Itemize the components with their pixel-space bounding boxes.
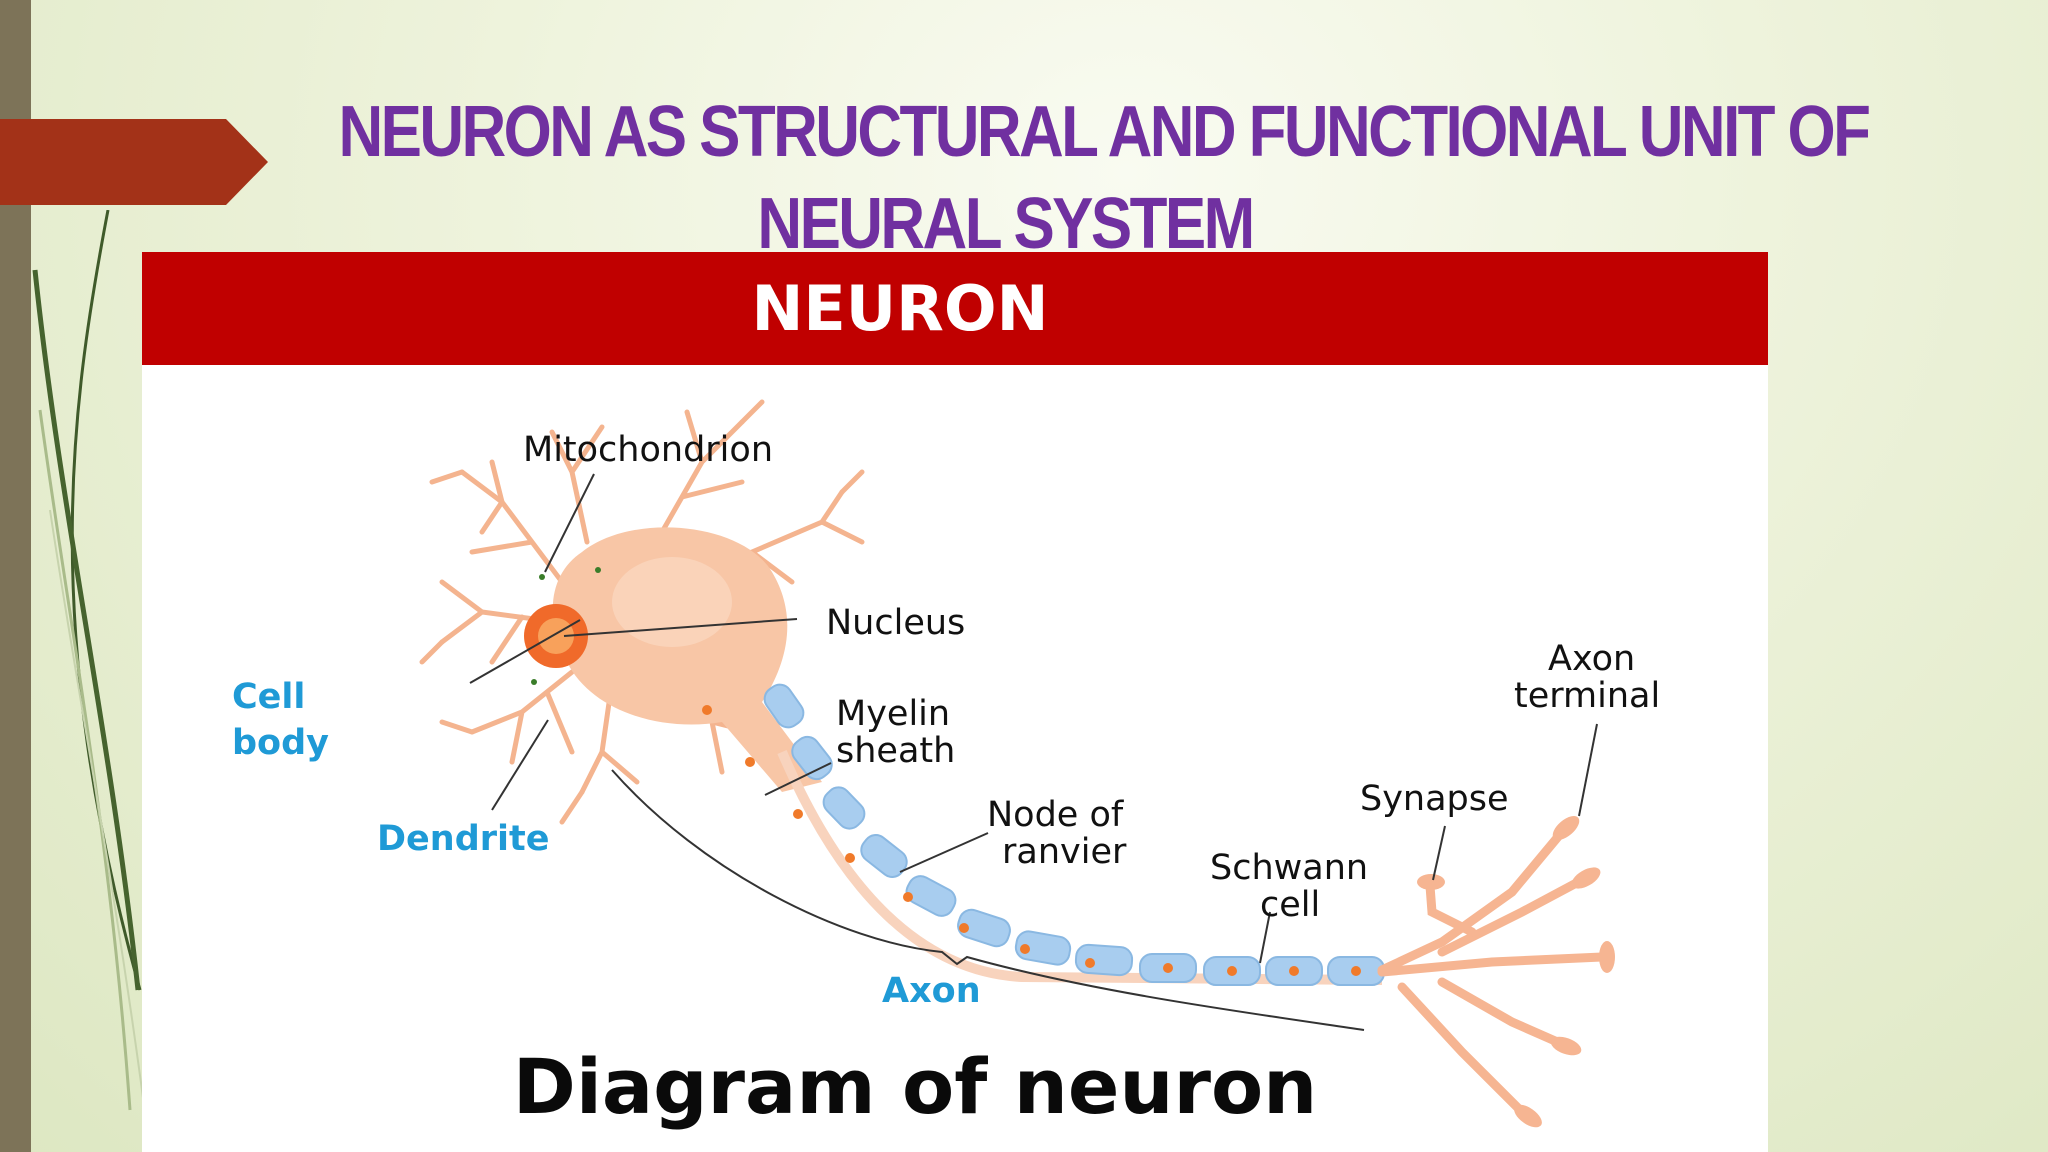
slide-title: NEURON AS STRUCTURAL AND FUNCTIONAL UNIT… [338,86,1871,270]
leader-lines [469,473,1598,964]
neuron-diagram-panel: NEURON [142,252,1768,1152]
myelin-sheath [702,683,1385,986]
label-axon-terminal-line-1: Axon [1548,639,1635,679]
title-pointer-arrow [0,119,268,205]
slide-title-line-1: NEURON AS STRUCTURAL AND FUNCTIONAL UNIT… [338,92,1871,172]
label-mitochondrion: Mitochondrion [523,430,773,470]
label-axon: Axon [882,971,981,1011]
label-cell-body-line-2: body [232,723,329,763]
label-schwann-line-2: cell [1260,885,1320,925]
label-myelin-line-1: Myelin [836,694,950,734]
dendrites [419,399,865,825]
label-axon-terminal-line-2: terminal [1514,676,1660,716]
axon-line [777,750,1383,985]
label-dendrite: Dendrite [377,819,550,859]
label-node-line-2: ranvier [1002,832,1127,872]
neuron-diagram: Mitochondrion Nucleus Cell body Dendrite… [232,399,1660,1128]
label-node-line-1: Node of [987,795,1124,835]
label-synapse: Synapse [1360,779,1509,819]
synaptic-knobs [1417,816,1615,1128]
axon-bracket [611,769,1365,1031]
label-schwann-line-1: Schwann [1210,848,1368,888]
decorative-swooshes [32,210,151,1152]
label-myelin-line-2: sheath [836,731,955,771]
diagram-header: NEURON [142,252,1768,365]
label-cell-body-line-1: Cell [232,677,305,717]
diagram-caption: Diagram of neuron [512,1042,1318,1131]
slide-title-line-2: NEURAL SYSTEM [757,184,1255,264]
label-nucleus: Nucleus [826,603,965,643]
cell-body-shape [524,527,822,792]
axon-terminal-branches [1377,827,1607,1117]
